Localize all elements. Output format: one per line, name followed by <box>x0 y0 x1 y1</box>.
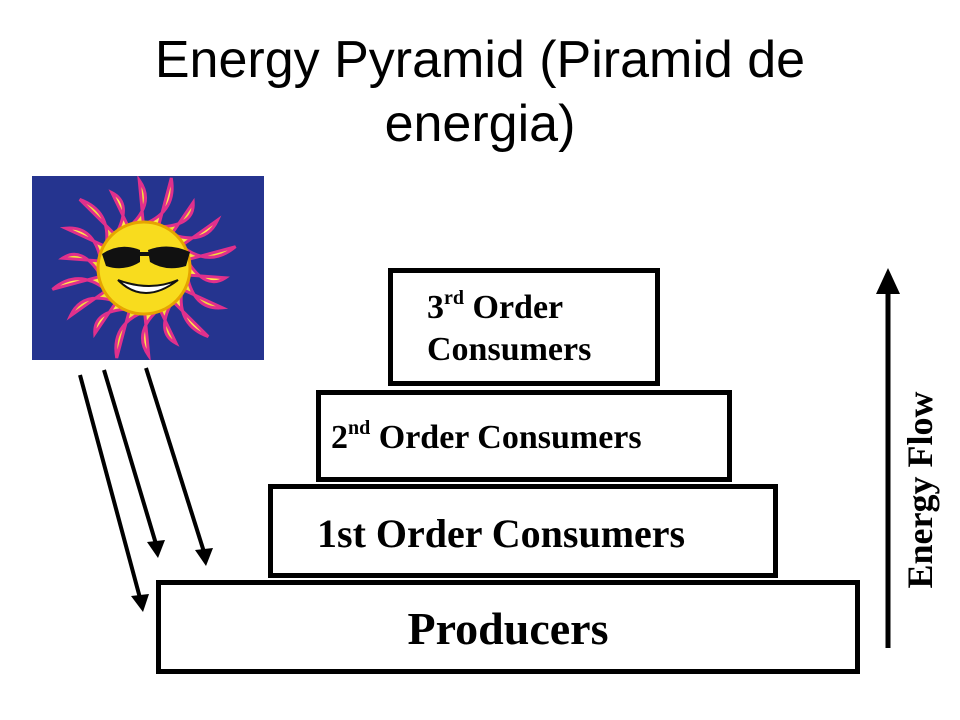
sun-ray <box>66 288 120 321</box>
sun-ray <box>108 189 131 238</box>
title-line-2: energia) <box>384 95 576 153</box>
third-order-sup: rd <box>444 287 464 309</box>
energy-flow-arrow-head <box>876 268 900 294</box>
third-order-consumers-box: 3rd Order Consumers <box>388 268 660 386</box>
second-order-consumers-box: 2nd Order Consumers <box>316 390 732 482</box>
sun-ray <box>179 242 237 262</box>
sun-ray <box>124 176 147 229</box>
sun-ray <box>154 197 195 236</box>
sun-ray <box>93 300 134 339</box>
sun-ray <box>168 215 222 248</box>
sunlight-arrow-1-head <box>131 594 149 612</box>
sun-ray <box>139 177 174 229</box>
sunlight-arrow-1 <box>78 374 142 599</box>
title-line-1: Energy Pyramid (Piramid de <box>154 31 806 89</box>
first-order-consumers-box: 1st Order Consumers <box>268 484 778 578</box>
first-order-label: 1st Order Consumers <box>317 511 686 556</box>
sun-ray <box>78 197 118 251</box>
second-order-text: Order Consumers <box>378 419 642 456</box>
sun-image <box>32 176 264 360</box>
sun-ray <box>185 255 230 284</box>
producers-label: Producers <box>407 603 609 654</box>
second-order-sup: nd <box>348 417 371 439</box>
third-order-word: Order <box>472 289 564 326</box>
sun-ray <box>114 307 149 359</box>
sun-with-sunglasses-icon <box>51 176 237 360</box>
sun-ray <box>58 252 103 281</box>
third-order-consumers-word: Consumers <box>427 331 592 368</box>
sunlight-arrow-3-head <box>195 548 213 566</box>
third-order-label: 3rd Order Consumers <box>427 287 591 371</box>
sun-ray <box>170 285 210 339</box>
sunlight-arrow-3 <box>144 367 206 553</box>
third-order-num: 3 <box>427 289 444 326</box>
page-title: Energy Pyramid (Piramid de energia) <box>0 28 960 156</box>
sun-ray <box>157 298 180 347</box>
energy-flow-label: Energy Flow <box>900 391 940 589</box>
sun-ray <box>141 307 164 360</box>
sun-ray <box>51 274 109 294</box>
sunlight-arrow-2-head <box>147 540 165 558</box>
sun-rays <box>51 176 237 360</box>
second-order-num: 2 <box>331 419 348 456</box>
sunlight-arrow-2 <box>102 369 158 545</box>
producers-box: Producers <box>156 580 860 674</box>
second-order-label: 2nd Order Consumers <box>331 415 642 461</box>
